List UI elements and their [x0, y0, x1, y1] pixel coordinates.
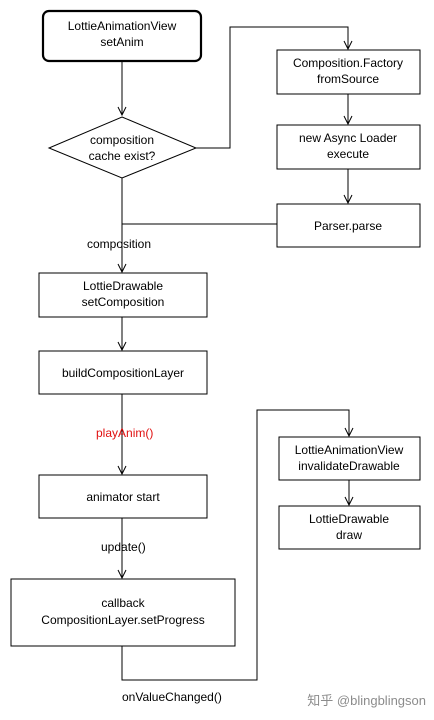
node-start-line1: LottieAnimationView [68, 19, 177, 33]
node-factory-box [276, 49, 421, 95]
node-invalidate-line1: LottieAnimationView [295, 443, 404, 457]
node-start: LottieAnimationView setAnim [41, 9, 203, 63]
node-draw-box [278, 505, 421, 550]
node-invalidate-line2: invalidateDrawable [298, 459, 400, 473]
node-async-loader-line2: execute [327, 147, 369, 161]
watermark: 知乎 @blingblingson [307, 693, 426, 708]
node-drawable-set: LottieDrawable setComposition [38, 272, 208, 318]
node-build-layer: buildCompositionLayer [38, 350, 208, 395]
node-drawable-set-line1: LottieDrawable [83, 279, 163, 293]
node-draw-line1: LottieDrawable [309, 512, 389, 526]
node-build-layer-box [38, 350, 208, 395]
node-async-loader: new Async Loader execute [276, 124, 421, 170]
node-callback: callback CompositionLayer.setProgress [10, 578, 236, 647]
edge-label-update: update() [101, 540, 146, 554]
node-callback-box [10, 578, 236, 647]
node-parser: Parser.parse [276, 203, 421, 248]
node-drawable-set-box [38, 272, 208, 318]
node-factory-line2: fromSource [317, 72, 379, 86]
node-invalidate: LottieAnimationView invalidateDrawable [278, 436, 421, 481]
node-decision-line2: cache exist? [89, 149, 156, 163]
edge-label-composition: composition [87, 237, 151, 251]
node-animator-line1: animator start [86, 490, 160, 504]
node-drawable-set-line2: setComposition [82, 295, 165, 309]
node-parser-box [276, 203, 421, 248]
node-start-line2: setAnim [100, 35, 143, 49]
node-callback-line2: CompositionLayer.setProgress [41, 613, 204, 627]
node-factory: Composition.Factory fromSource [276, 49, 421, 95]
node-async-loader-line1: new Async Loader [299, 131, 397, 145]
node-invalidate-box [278, 436, 421, 481]
node-factory-line1: Composition.Factory [293, 56, 403, 70]
edge-callback-to-invalidate [121, 409, 349, 681]
node-animator-box [38, 474, 208, 519]
node-decision-line1: composition [90, 133, 154, 147]
node-build-layer-line1: buildCompositionLayer [62, 366, 184, 380]
decision-diamond [47, 116, 198, 179]
edge-label-on-value-changed: onValueChanged() [122, 690, 222, 704]
node-async-loader-box [276, 124, 421, 170]
node-parser-line1: Parser.parse [314, 219, 382, 233]
node-callback-line1: callback [101, 596, 145, 610]
node-animator: animator start [38, 474, 208, 519]
node-draw-line2: draw [336, 528, 362, 542]
node-draw: LottieDrawable draw [278, 505, 421, 550]
edge-decision-to-factory [196, 26, 348, 149]
node-decision: composition cache exist? [47, 116, 198, 179]
edge-label-play-anim: playAnim() [96, 426, 153, 440]
